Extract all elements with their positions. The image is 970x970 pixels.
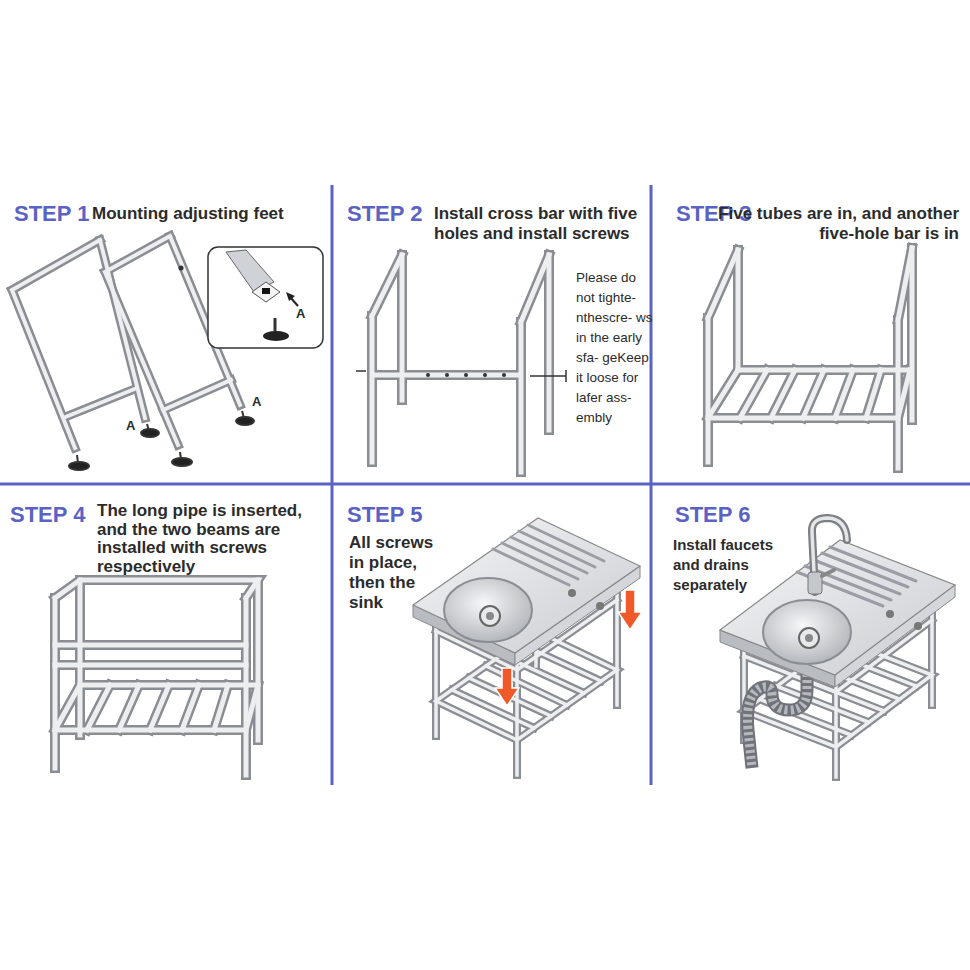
crossbar-holes	[426, 373, 506, 377]
callout-letter: A	[252, 395, 261, 410]
panel-divider	[0, 185, 970, 785]
step-instruction: Install faucets and drains separately	[673, 535, 795, 595]
step-number: STEP 1	[14, 201, 89, 226]
step-instruction: The long pipe is inserted, and the two b…	[97, 502, 323, 576]
detail-inset	[208, 247, 323, 348]
callout-letter: A	[296, 307, 305, 322]
note: Please do not tighte- nthescre- ws in th…	[576, 268, 656, 428]
frame-with-crossbar	[372, 255, 549, 472]
down-arrow	[495, 590, 642, 706]
callout-letter: A	[126, 419, 135, 434]
drain-hose	[748, 668, 808, 768]
step-number: STEP 6	[675, 502, 750, 527]
step-instruction: Five tubes are in, and another five-hole…	[714, 204, 959, 244]
frame-with-shelf	[708, 248, 912, 468]
step-instruction: Mounting adjusting feet	[92, 204, 328, 224]
faucet	[808, 518, 847, 594]
step-number: STEP 5	[347, 502, 422, 527]
step-number: STEP 2	[347, 201, 422, 226]
adjusting-feet	[69, 411, 254, 470]
side-frames	[12, 236, 240, 448]
step-instruction: Install cross bar with five holes and in…	[434, 204, 648, 244]
frame-with-beams	[55, 580, 258, 775]
screw-leader	[356, 370, 566, 382]
sink-basin	[413, 518, 640, 665]
step-instruction: All screws in place, then the sink	[349, 533, 444, 613]
sink-basin	[720, 540, 955, 687]
step-number: STEP 4	[10, 502, 85, 527]
